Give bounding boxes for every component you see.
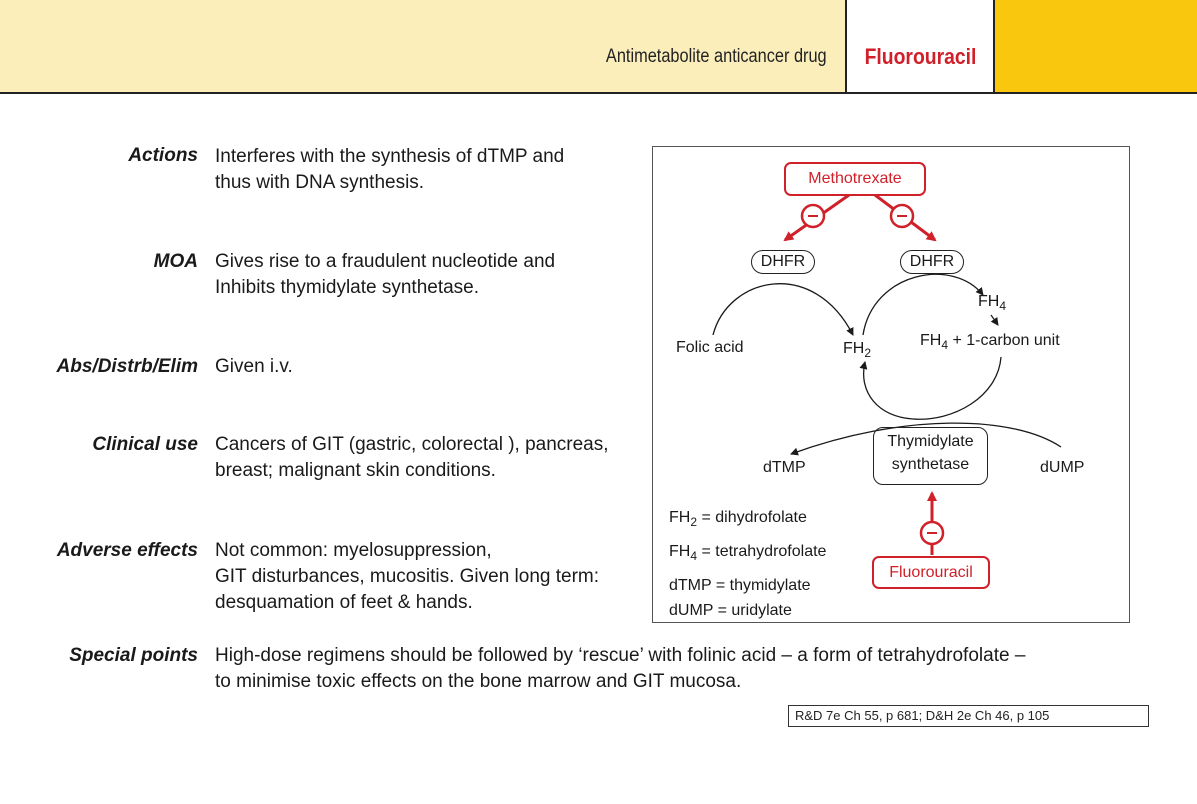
legend-def: = thymidylate [711,577,811,595]
fh4-carbon-label: FH4 + 1-carbon unit [920,332,1060,352]
fh4-carbon-rest: + 1-carbon unit [948,332,1060,349]
diagram-legend: FH2 = dihydrofolate FH4 = tetrahydrofola… [669,503,826,625]
legend-def: = tetrahydrofolate [697,543,827,561]
reference-box: R&D 7e Ch 55, p 681; D&H 2e Ch 46, p 105 [788,705,1149,727]
fh4-to-fh2-arc [859,356,1002,420]
fh4-text: FH [978,293,1000,310]
adverse-line: Not common: myelosuppression, [215,540,492,561]
adverse-text: Not common: myelosuppression, GIT distur… [215,538,599,616]
drug-title: Fluorouracil [864,44,977,69]
header-banner-left [0,0,845,92]
special-text: High-dose regimens should be followed by… [215,643,1025,695]
clinical-line: breast; malignant skin conditions. [215,460,496,481]
legend-def: = uridylate [713,602,792,620]
header-divider [0,92,1197,94]
fh4-carbon-text: FH [920,332,942,349]
fh2-to-fh4-arc [862,273,984,336]
adverse-line: GIT disturbances, mucositis. Given long … [215,566,600,587]
ts-line-2: synthetase [891,456,970,473]
moa-line: Gives rise to a fraudulent nucleotide an… [215,251,556,272]
fh4-sub: 4 [999,299,1007,314]
legend-abbr: dTMP [669,577,712,595]
clinical-line: Cancers of GIT (gastric, colorectal ), p… [215,434,609,455]
fh2-label: FH2 [843,340,871,360]
dhfr-left-pill: DHFR [751,250,815,274]
fh2-sub: 2 [864,346,872,361]
fluorouracil-box: Fluorouracil [872,556,990,589]
ts-line-1: Thymidylate [887,433,974,450]
thymidylate-synthetase-box: Thymidylate synthetase [873,427,988,485]
fh2-text: FH [843,340,865,357]
dtmp-label: dTMP [763,459,806,476]
header-banner-right [995,0,1197,92]
actions-line: Interferes with the synthesis of dTMP an… [215,146,565,167]
header-title-box [845,0,995,92]
legend-item: dUMP = uridylate [669,596,826,625]
moa-label: MOA [153,251,198,272]
folic-to-fh2-arc [712,283,854,336]
legend-sub: 4 [690,549,698,564]
actions-line: thus with DNA synthesis. [215,172,425,193]
legend-item: FH2 = dihydrofolate [669,503,826,537]
legend-sub: 2 [690,515,698,530]
fh4-carbon-sub: 4 [941,338,949,353]
dump-label: dUMP [1040,459,1085,476]
fh4-arrow [990,314,999,326]
drug-class-subtitle: Antimetabolite anticancer drug [606,46,827,67]
abs-label: Abs/Distrb/Elim [56,356,198,377]
legend-abbr: FH [669,543,691,561]
legend-def: = dihydrofolate [697,509,807,526]
special-line: to minimise toxic effects on the bone ma… [215,671,742,692]
actions-label: Actions [128,145,198,166]
moa-line: Inhibits thymidylate synthetase. [215,277,480,298]
legend-item: FH4 = tetrahydrofolate [669,537,826,571]
clinical-text: Cancers of GIT (gastric, colorectal ), p… [215,432,609,484]
fh4-label: FH4 [978,293,1006,313]
folate-pathway-diagram: Methotrexate DHFR DHFR FH4 FH4 + 1-carbo… [652,146,1130,623]
legend-abbr: FH [669,509,691,526]
special-line: High-dose regimens should be followed by… [215,645,1026,666]
pathway-arrows [712,193,1062,555]
legend-abbr: dUMP [669,602,714,620]
clinical-label: Clinical use [92,434,198,455]
special-label: Special points [69,645,198,666]
folic-acid-label: Folic acid [676,339,744,356]
actions-text: Interferes with the synthesis of dTMP an… [215,144,564,196]
adverse-line: desquamation of feet & hands. [215,592,473,613]
adverse-label: Adverse effects [56,540,198,561]
dhfr-right-pill: DHFR [900,250,964,274]
moa-text: Gives rise to a fraudulent nucleotide an… [215,249,555,301]
abs-text: Given i.v. [215,354,293,380]
dump-to-dtmp-arc [790,422,1062,456]
methotrexate-box: Methotrexate [784,162,926,196]
legend-item: dTMP = thymidylate [669,571,826,600]
abs-line: Given i.v. [215,356,293,377]
